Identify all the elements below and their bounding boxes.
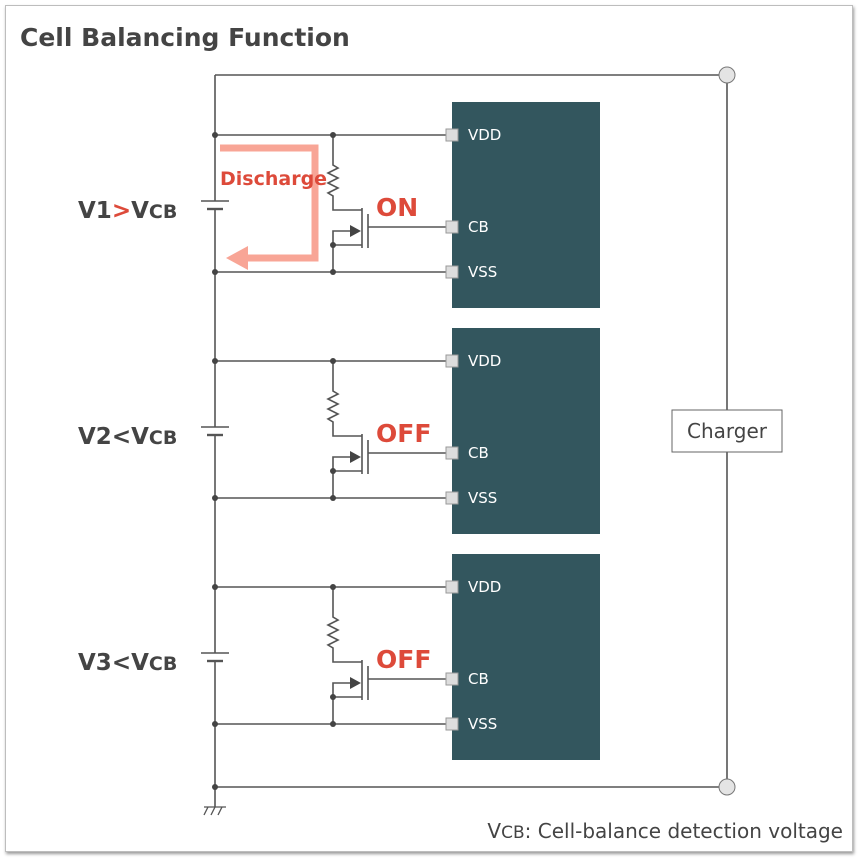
- charger-label: Charger: [687, 419, 768, 443]
- switch-state: OFF: [376, 419, 431, 448]
- resistor-icon: [326, 587, 362, 663]
- vss-pin-label: VSS: [468, 263, 497, 281]
- terminal-minus: [718, 778, 736, 796]
- vdd-pin: [445, 128, 459, 142]
- cb-pin: [445, 446, 459, 460]
- ic-chip: [452, 102, 600, 308]
- vdd-pin-label: VDD: [468, 126, 501, 144]
- ic-chip: [452, 328, 600, 534]
- ground-icon: [203, 806, 226, 816]
- switch-state: OFF: [376, 645, 431, 674]
- mosfet-icon: [332, 660, 369, 724]
- cell-block: VDD CB VSS V3<VCB OFF: [78, 554, 600, 760]
- charger-box: [671, 409, 783, 453]
- cb-pin-label: CB: [468, 670, 489, 688]
- footnote: VCB: Cell-balance detection voltage: [487, 819, 843, 843]
- cell-block: VDD CB VSS V1>VCB ON: [78, 102, 600, 308]
- switch-state: ON: [376, 193, 418, 222]
- cell-voltage-label: V1>VCB: [78, 198, 177, 224]
- cb-pin-label: CB: [468, 218, 489, 236]
- cell-block: VDD CB VSS V2<VCB OFF: [78, 328, 600, 534]
- vdd-pin-label: VDD: [468, 352, 501, 370]
- mosfet-icon: [332, 434, 369, 498]
- vss-pin: [445, 265, 459, 279]
- cell-voltage-label: V2<VCB: [78, 424, 177, 450]
- discharge-arrow: [220, 144, 319, 270]
- ic-chip: [452, 554, 600, 760]
- vdd-pin-label: VDD: [468, 578, 501, 596]
- vss-pin: [445, 717, 459, 731]
- title: Cell Balancing Function: [20, 23, 350, 52]
- vss-pin: [445, 491, 459, 505]
- resistor-icon: [326, 135, 362, 211]
- cb-pin-label: CB: [468, 444, 489, 462]
- vss-pin-label: VSS: [468, 489, 497, 507]
- resistor-icon: [326, 361, 362, 437]
- cell-voltage-label: V3<VCB: [78, 650, 177, 676]
- vdd-pin: [445, 580, 459, 594]
- vdd-pin: [445, 354, 459, 368]
- cb-pin: [445, 220, 459, 234]
- mosfet-icon: [332, 208, 369, 272]
- terminal-plus: [718, 66, 736, 84]
- vss-pin-label: VSS: [468, 715, 497, 733]
- cb-pin: [445, 672, 459, 686]
- discharge-label: Discharge: [220, 168, 327, 190]
